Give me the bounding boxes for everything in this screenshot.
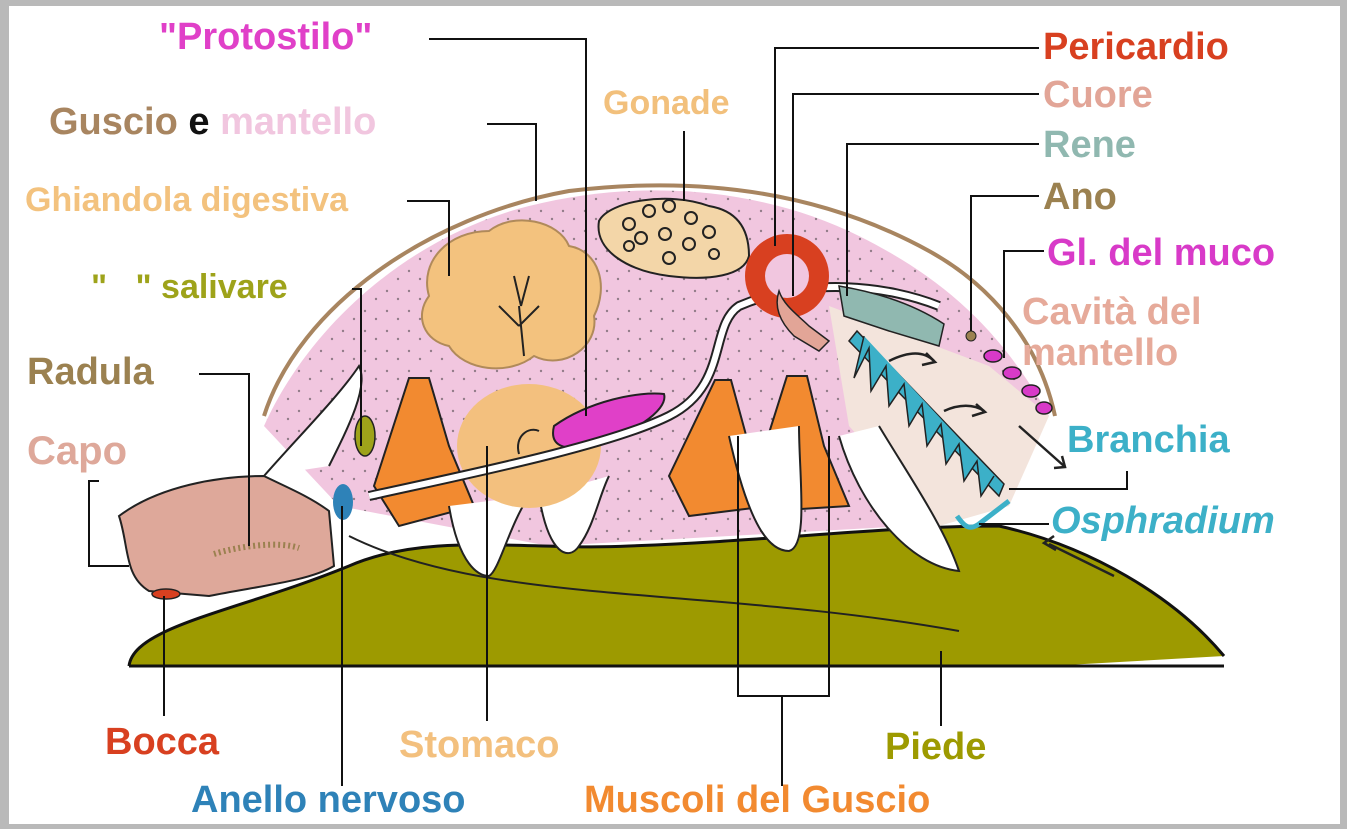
label-rene: Rene <box>1043 126 1136 164</box>
label-bocca: Bocca <box>105 723 219 761</box>
label-gonade: Gonade <box>603 86 730 120</box>
label-mantello: mantello <box>220 101 376 143</box>
salivary-gland <box>355 416 375 456</box>
label-e: e <box>188 101 209 143</box>
label-cavita-line1: Cavità del <box>1022 293 1202 331</box>
label-piede: Piede <box>885 728 986 766</box>
label-ghiandola-digestiva: Ghiandola digestiva <box>25 183 348 217</box>
label-muscoli-guscio: Muscoli del Guscio <box>584 781 930 819</box>
label-cavita-line2: mantello <box>1022 334 1178 372</box>
label-capo: Capo <box>27 431 127 471</box>
label-pericardio: Pericardio <box>1043 28 1229 66</box>
label-anello-nervoso: Anello nervoso <box>191 781 466 819</box>
label-ano: Ano <box>1043 178 1117 216</box>
diagram-panel: "Protostilo" Guscio e mantello Gonade Gh… <box>9 6 1340 824</box>
label-guscio-e-mantello: Guscio e mantello <box>49 103 376 141</box>
mouth <box>152 589 180 599</box>
label-salivare-quote: " " <box>91 268 152 306</box>
label-guscio: Guscio <box>49 101 178 143</box>
head <box>119 476 334 596</box>
label-radula: Radula <box>27 353 154 391</box>
label-protostilo: "Protostilo" <box>159 18 372 56</box>
label-gl-muco: Gl. del muco <box>1047 234 1275 272</box>
label-osphradium: Osphradium <box>1051 502 1275 540</box>
label-salivare: salivare <box>161 268 288 306</box>
anus <box>966 331 976 341</box>
label-salivare-row: " " salivare <box>91 270 288 304</box>
label-cuore: Cuore <box>1043 76 1153 114</box>
label-stomaco: Stomaco <box>399 726 559 764</box>
label-branchia: Branchia <box>1067 421 1230 459</box>
pericardium-inner <box>765 254 809 298</box>
